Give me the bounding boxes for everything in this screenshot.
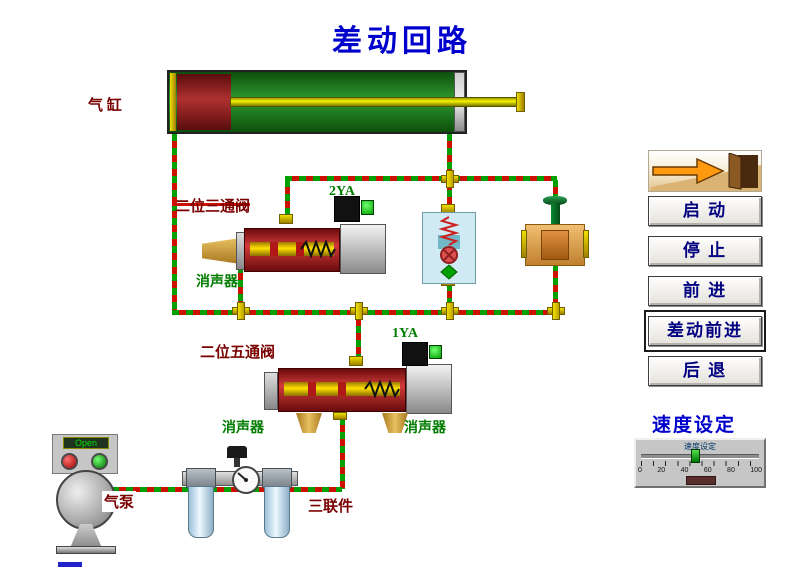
pipe-segment (340, 418, 345, 489)
valve3-indicator-light (361, 200, 374, 215)
speed-slider-panel: 速度设定 0 20 40 60 80 100 (634, 438, 766, 488)
exit-arrow-door-icon (651, 153, 761, 191)
valve5-spool-land (308, 382, 316, 396)
speed-slider-ticks (641, 461, 760, 466)
muffler-3way (202, 238, 240, 264)
throttle-flange (583, 230, 589, 258)
red-pushbutton[interactable] (61, 453, 78, 470)
speed-tick-label: 80 (727, 467, 735, 474)
speed-slider-caption: 速度设定 (684, 442, 716, 451)
valve5-spring (364, 380, 400, 398)
valve5-solenoid (406, 364, 452, 414)
frl-lubricator-bowl (264, 486, 290, 538)
speed-tick-label: 20 (657, 467, 666, 474)
speed-slider-scale: 0 20 40 60 80 100 (638, 467, 762, 474)
pressure-gauge (232, 466, 260, 494)
port-fitting (349, 356, 363, 366)
pipe-junction (441, 170, 459, 188)
pipe-segment (356, 312, 361, 362)
muffler-5way-right-label: 消声器 (404, 421, 446, 436)
speed-value-badge[interactable] (686, 476, 716, 485)
valve5-spool-land (338, 382, 346, 396)
open-control-panel: Open (52, 434, 118, 474)
frl-lubricator-head (262, 468, 292, 488)
start-button[interactable]: 启 动 (648, 196, 762, 226)
pipe-segment (112, 487, 342, 492)
pipe-segment (447, 284, 452, 312)
valve5-coil (402, 342, 428, 366)
page-title: 差动回路 (332, 25, 472, 58)
speed-tick-label: 0 (638, 467, 642, 474)
regulator-knob (227, 446, 247, 458)
green-pushbutton[interactable] (91, 453, 108, 470)
diff-forward-button[interactable]: 差动前进 (648, 316, 762, 346)
throttle-flange (521, 230, 527, 258)
label-leader-line (172, 203, 250, 206)
pipe-segment (285, 176, 557, 181)
pipe-segment (285, 180, 290, 224)
rod-end-fitting (516, 92, 525, 112)
valve3-spool-land (270, 242, 278, 256)
diff-forward-selection-frame: 差动前进 (644, 310, 766, 352)
throttle-handle-cap (543, 196, 567, 205)
pipe-junction (441, 302, 459, 320)
valve5-coil-label: 1YA (392, 326, 418, 341)
cylinder-piston (177, 74, 231, 130)
pump-label: 气泵 (102, 491, 137, 512)
pipe-segment (172, 134, 177, 314)
check-valve-graphic (438, 216, 460, 280)
frl-label: 三联件 (308, 499, 354, 515)
muffler-5way-left-label: 消声器 (222, 421, 264, 436)
speed-slider-track[interactable] (641, 454, 759, 459)
backward-button[interactable]: 后 退 (648, 356, 762, 386)
forward-button[interactable]: 前 进 (648, 276, 762, 306)
port-fitting (333, 412, 347, 420)
port-fitting (279, 214, 293, 224)
valve3-spring (300, 240, 336, 258)
valve5-label: 二位五通阀 (200, 345, 276, 361)
check-valve (422, 212, 476, 284)
muffler-5way-left (296, 413, 322, 433)
muffler-5way-right (382, 413, 408, 433)
valve3-spool-land (296, 242, 304, 256)
speed-tick-label: 40 (680, 467, 689, 474)
valve5-end-cap (264, 372, 278, 410)
speed-setting-title: 速度设定 (652, 415, 737, 436)
frl-filter-bowl (188, 486, 214, 538)
pipe-segment (553, 264, 558, 312)
pipe-segment (238, 266, 243, 312)
valve5-indicator-light (429, 345, 442, 359)
pipe-junction (232, 302, 250, 320)
valve3-coil-label: 2YA (329, 184, 355, 199)
exit-button[interactable] (648, 150, 762, 192)
valve3-label: 二位三通阀 (175, 199, 251, 215)
cylinder-label: 气 缸 (88, 98, 122, 114)
frl-filter-head (186, 468, 216, 488)
cylinder-left-cap (170, 73, 176, 131)
valve3-coil (334, 196, 360, 222)
speed-tick-label: 60 (703, 467, 712, 474)
cylinder-rod (230, 97, 522, 107)
regulator-stem (234, 458, 240, 467)
pipe-junction (350, 302, 368, 320)
throttle-valve-core (541, 230, 569, 260)
window-edge-artifact (58, 562, 82, 567)
open-label: Open (63, 437, 109, 449)
stop-button[interactable]: 停 止 (648, 236, 762, 266)
speed-tick-label: 100 (750, 467, 762, 474)
throttle-handle-stem (551, 203, 560, 226)
valve3-solenoid (340, 224, 386, 274)
muffler-3way-label: 消声器 (196, 275, 238, 290)
pipe-junction (547, 302, 565, 320)
pump-base (56, 546, 116, 554)
